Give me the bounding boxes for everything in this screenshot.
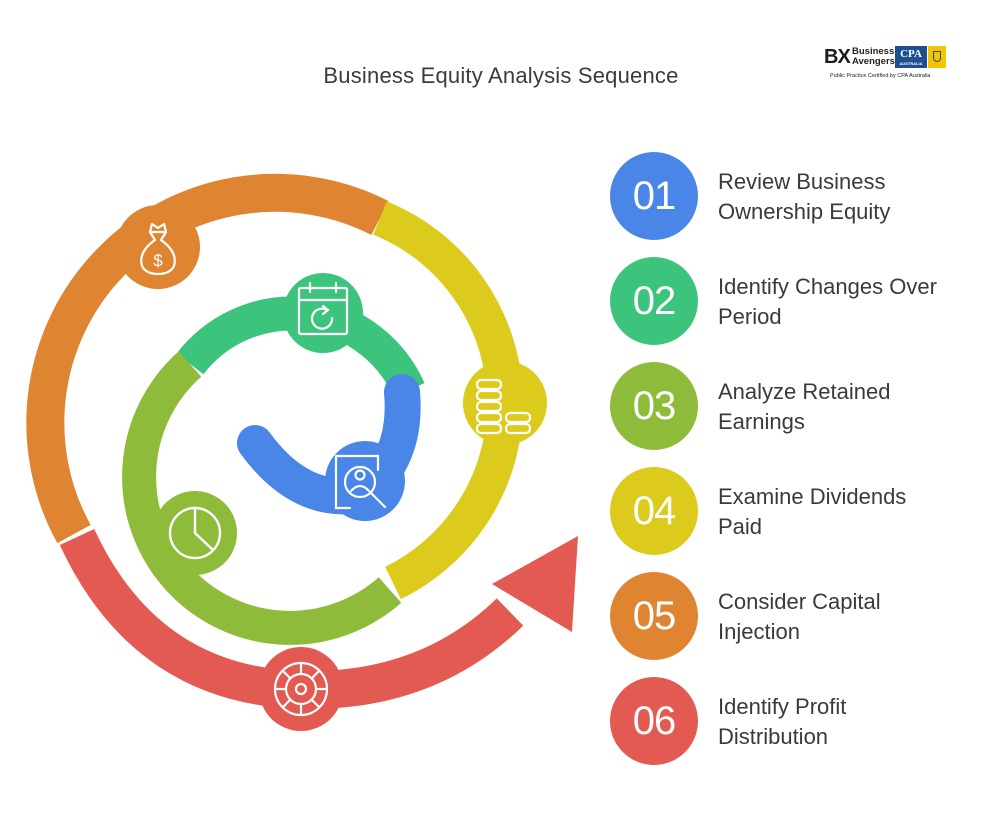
- step-number-badge: 03: [610, 362, 698, 450]
- company-logo: BX Business Avengers CPA AUSTRALIA Publi…: [822, 44, 948, 84]
- step-label: Analyze Retained Earnings: [718, 379, 891, 434]
- logo-name: Business Avengers: [852, 46, 895, 67]
- spiral-diagram: $: [26, 173, 578, 731]
- step-number-badge: 05: [610, 572, 698, 660]
- cpa-badge: CPA AUSTRALIA: [895, 46, 927, 68]
- logo-certification: Public Practice Certified by CPA Austral…: [830, 73, 931, 79]
- step-number-badge: 06: [610, 677, 698, 765]
- step-label: Review Business Ownership Equity: [718, 169, 891, 224]
- step-label: Identify Changes Over Period: [718, 274, 937, 329]
- target-wheel-icon: [273, 661, 329, 717]
- step-06: 06 Identify Profit Distribution: [610, 677, 1002, 767]
- coins-icon: [475, 378, 532, 435]
- crest-icon: [928, 46, 946, 68]
- step-label: Examine Dividends Paid: [718, 484, 907, 539]
- step-number-badge: 01: [610, 152, 698, 240]
- money-bag-node: $: [116, 205, 200, 289]
- step-03: 03 Analyze Retained Earnings: [610, 362, 1002, 452]
- step-04: 04 Examine Dividends Paid: [610, 467, 1002, 557]
- step-01: 01 Review Business Ownership Equity: [610, 152, 1002, 242]
- money-bag-icon: $: [140, 222, 176, 276]
- calendar-refresh-icon: [297, 281, 349, 336]
- svg-text:$: $: [153, 251, 163, 270]
- step-05: 05 Consider Capital Injection: [610, 572, 1002, 662]
- coins-node: [463, 361, 547, 445]
- search-person-node: [325, 441, 405, 521]
- calendar-node: [283, 273, 363, 353]
- logo-mark: BX: [824, 46, 851, 68]
- spiral-segment-orange: [26, 173, 389, 544]
- page-title: Business Equity Analysis Sequence: [323, 63, 679, 88]
- step-label: Consider Capital Injection: [718, 589, 881, 644]
- pie-node: [153, 491, 237, 575]
- spiral-segment-lime: [122, 351, 402, 645]
- arrow-head: [492, 536, 578, 632]
- search-person-icon: [334, 454, 387, 510]
- target-node: [259, 647, 343, 731]
- step-number-badge: 02: [610, 257, 698, 345]
- step-02: 02 Identify Changes Over Period: [610, 257, 1002, 347]
- step-label: Identify Profit Distribution: [718, 694, 847, 749]
- step-number-badge: 04: [610, 467, 698, 555]
- pie-chart-icon: [168, 506, 222, 560]
